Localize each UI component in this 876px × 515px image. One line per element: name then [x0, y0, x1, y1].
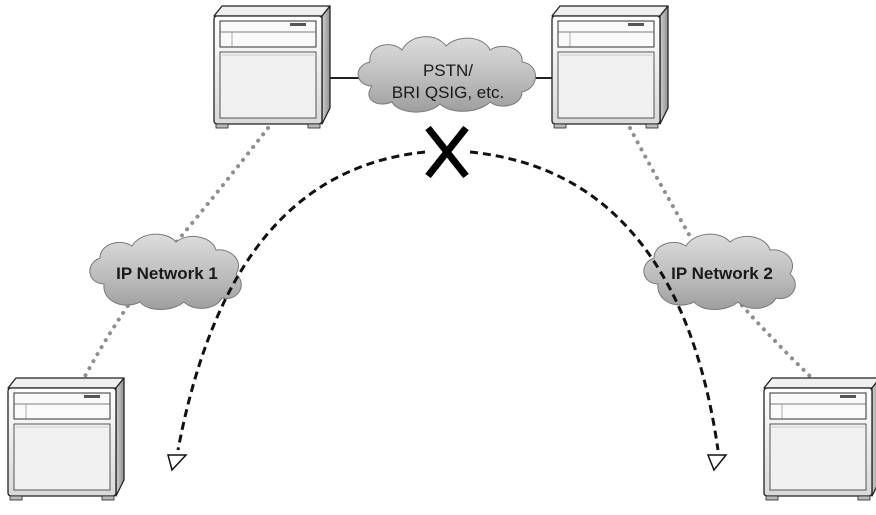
- pbx-top-left: [213, 5, 331, 129]
- blocked-x-mark: [425, 125, 469, 179]
- arc-left-half: [176, 150, 426, 451]
- arrowhead-left: [167, 454, 188, 472]
- ip-network-1-label: IP Network 1: [116, 264, 218, 283]
- pbx-bottom-right: [763, 377, 876, 501]
- pstn-label-line1: PSTN/: [423, 61, 473, 80]
- pstn-cloud: PSTN/ BRI QSIG, etc.: [357, 36, 536, 113]
- arc-right-half: [469, 150, 720, 451]
- pbx-top-right: [551, 5, 669, 129]
- arrowhead-right: [706, 454, 728, 472]
- ip-network-2-label: IP Network 2: [671, 264, 773, 283]
- ip-network-1-cloud: IP Network 1: [89, 233, 242, 310]
- rerouting-arc: [167, 150, 728, 472]
- pstn-label-line2: BRI QSIG, etc.: [392, 83, 504, 102]
- ip-network-2-cloud: IP Network 2: [643, 233, 796, 310]
- pbx-bottom-left: [7, 377, 125, 501]
